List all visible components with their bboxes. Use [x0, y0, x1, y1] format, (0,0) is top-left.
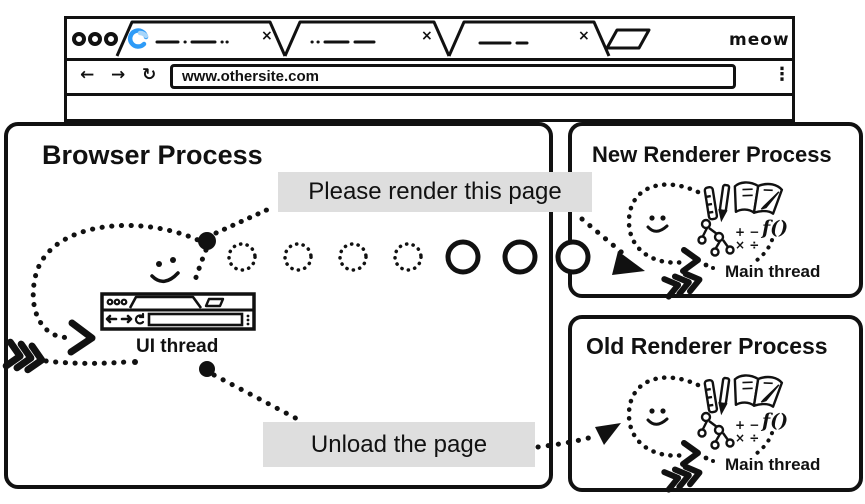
new-renderer-title: New Renderer Process	[592, 142, 832, 167]
dom-tree-icon	[697, 218, 735, 257]
tab-close-icon[interactable]: ×	[421, 28, 433, 44]
main-thread-label: Main thread	[725, 455, 821, 474]
menu-icon[interactable]: ⋮	[773, 64, 791, 85]
main-thread-label: Main thread	[725, 262, 821, 281]
renderer-main-thread-art: + − × ÷ f()	[626, 374, 788, 493]
tab-2[interactable]	[283, 20, 451, 57]
tab-3[interactable]	[447, 20, 611, 57]
ui-thread-label: UI thread	[136, 336, 219, 357]
ruler-pencil-icon	[703, 183, 731, 223]
new-tab-button[interactable]	[605, 28, 651, 50]
svg-text:× ÷: × ÷	[735, 238, 759, 252]
ui-thread-browser-icon	[100, 292, 256, 331]
svg-text:+ −: + −	[735, 225, 759, 239]
math-icon: + − × ÷	[735, 225, 759, 252]
math-icon: + − × ÷	[735, 418, 759, 445]
tab-strip	[72, 20, 651, 57]
thread-loop-tail	[751, 238, 774, 265]
tab-1[interactable]	[115, 20, 287, 57]
url-input[interactable]: www.othersite.com	[170, 64, 736, 89]
speed-chevrons-icon	[661, 463, 703, 493]
divider	[67, 58, 792, 61]
function-icon: f()	[760, 217, 788, 239]
browser-process-title: Browser Process	[42, 140, 263, 170]
speed-chevrons-icon	[661, 270, 703, 300]
svg-text:+ −: + −	[735, 418, 759, 432]
old-renderer-process-box: Old Renderer Process	[568, 315, 863, 493]
back-icon[interactable]: ←	[80, 65, 95, 85]
render-message-label: Please render this page	[278, 172, 592, 212]
tab-close-icon[interactable]: ×	[578, 28, 590, 44]
book-icon	[733, 374, 784, 408]
thread-loop	[626, 375, 715, 467]
dom-tree-icon	[697, 411, 735, 450]
ruler-pencil-icon	[703, 376, 731, 416]
new-renderer-process-box: New Renderer Process	[568, 122, 863, 300]
thread-loop-tail	[751, 431, 774, 458]
thread-loop	[626, 182, 715, 274]
forward-icon[interactable]: →	[111, 65, 126, 85]
spinner-icon	[127, 28, 149, 49]
smiley-face-icon	[646, 408, 669, 426]
renderer-main-thread-art: + − × ÷ f()	[626, 181, 788, 300]
reload-icon[interactable]: ↻	[142, 65, 157, 85]
logo-text: meow	[729, 30, 790, 50]
function-icon: f()	[760, 410, 788, 432]
tab-close-icon[interactable]: ×	[261, 28, 273, 44]
traffic-lights-icon[interactable]	[72, 32, 118, 46]
browser-window: × × × meow ← → ↻ www.othersite.com ⋮	[64, 16, 795, 122]
svg-text:× ÷: × ÷	[735, 431, 759, 445]
book-icon	[733, 181, 784, 215]
smiley-face-icon	[646, 215, 669, 233]
divider	[67, 93, 792, 96]
old-renderer-title: Old Renderer Process	[586, 333, 828, 359]
unload-message-label: Unload the page	[263, 422, 535, 467]
